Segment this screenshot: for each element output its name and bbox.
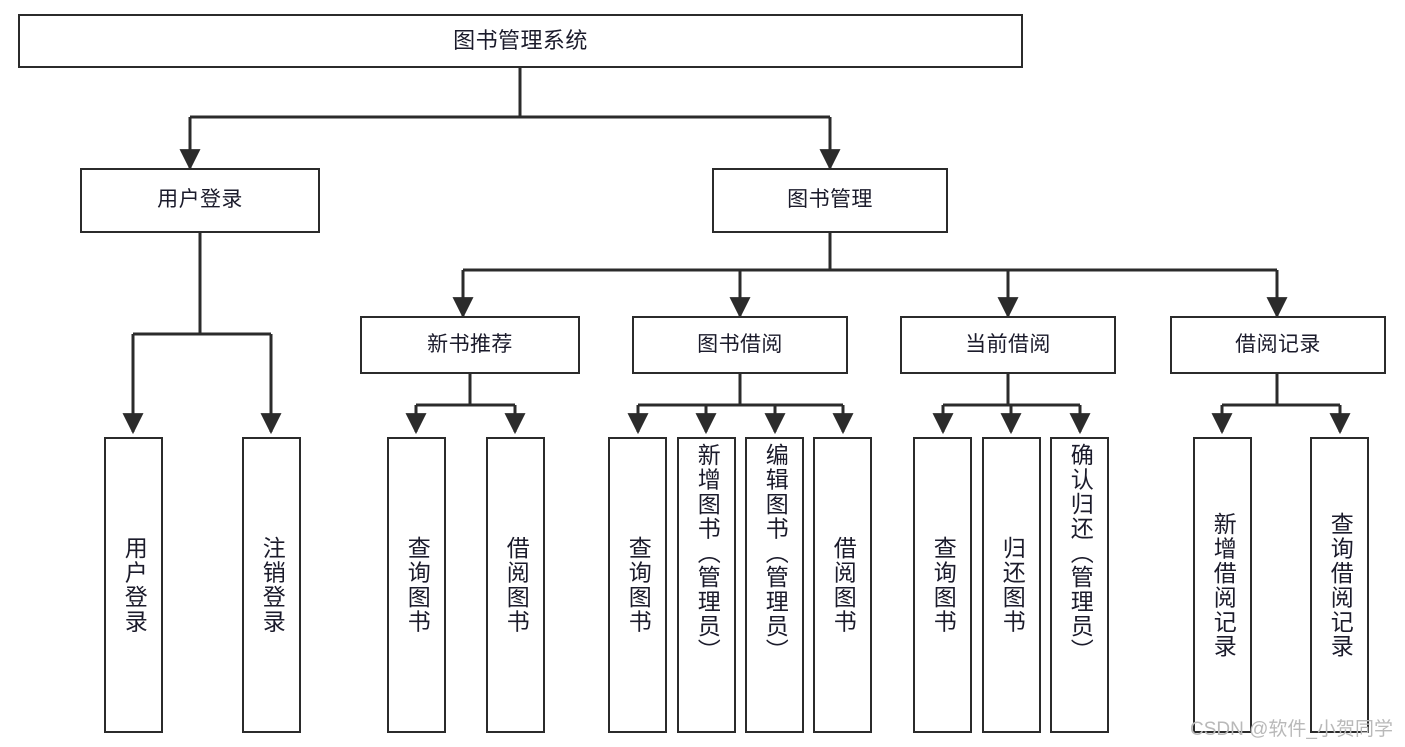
node-leaf-user-login[interactable]: 用户登录 [104,437,163,733]
node-label: 新增借阅记录 [1210,511,1237,659]
node-new-book-recommend[interactable]: 新书推荐 [360,316,580,374]
node-borrow-record[interactable]: 借阅记录 [1170,316,1386,374]
node-label: 编辑图书（管理员） [762,443,789,663]
node-label: 图书管理 [787,188,873,212]
node-label: 新增图书（管理员） [694,443,721,663]
node-leaf-edit-book-admin[interactable]: 编辑图书（管理员） [745,437,804,733]
node-label: 图书借阅 [697,332,783,356]
node-book-borrow[interactable]: 图书借阅 [632,316,848,374]
node-leaf-query-book-borrow[interactable]: 查询图书 [608,437,667,733]
node-label: 新书推荐 [427,332,513,356]
node-leaf-query-borrow-record[interactable]: 查询借阅记录 [1310,437,1369,733]
node-leaf-borrow-book-recommend[interactable]: 借阅图书 [486,437,545,733]
node-leaf-query-book-current[interactable]: 查询图书 [913,437,972,733]
node-root-book-management-system[interactable]: 图书管理系统 [18,14,1023,68]
node-leaf-add-book-admin[interactable]: 新增图书（管理员） [677,437,736,733]
node-label: 归还图书 [999,536,1026,634]
node-label: 用户登录 [157,188,243,212]
node-label: 查询图书 [930,536,957,634]
node-leaf-add-borrow-record[interactable]: 新增借阅记录 [1193,437,1252,733]
node-label: 确认归还（管理员） [1067,443,1094,663]
node-label: 借阅图书 [830,536,857,634]
node-user-login[interactable]: 用户登录 [80,168,320,233]
node-label: 当前借阅 [965,332,1051,356]
node-leaf-return-book[interactable]: 归还图书 [982,437,1041,733]
node-label: 查询图书 [404,536,431,634]
node-label: 借阅记录 [1235,332,1321,356]
node-label: 查询图书 [625,536,652,634]
node-label: 图书管理系统 [453,28,588,54]
node-leaf-borrow-book[interactable]: 借阅图书 [813,437,872,733]
node-label: 查询借阅记录 [1327,511,1354,659]
node-leaf-query-book-recommend[interactable]: 查询图书 [387,437,446,733]
node-leaf-confirm-return-admin[interactable]: 确认归还（管理员） [1050,437,1109,733]
node-current-borrow[interactable]: 当前借阅 [900,316,1116,374]
node-leaf-logout[interactable]: 注销登录 [242,437,301,733]
node-book-management[interactable]: 图书管理 [712,168,948,233]
node-label: 注销登录 [259,536,286,634]
node-label: 用户登录 [121,536,148,634]
node-label: 借阅图书 [503,536,530,634]
